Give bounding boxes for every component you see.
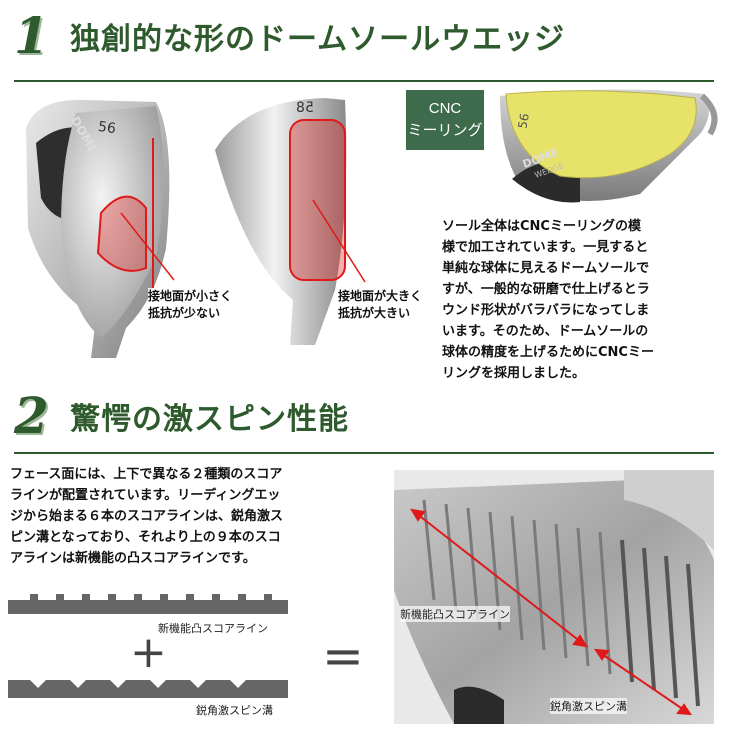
section2-underline xyxy=(14,452,714,454)
sharp-groove-diagram xyxy=(8,680,288,698)
photo-sharp-groove-label: 鋭角激スピン溝 xyxy=(550,698,627,714)
sole-description: ソール全体はCNCミーリングの模 様で加工されています。一見すると 単純な球体に… xyxy=(442,219,654,381)
equals-sign: = xyxy=(322,627,364,685)
raised-scoreline-caption: 新機能凸スコアライン xyxy=(158,622,268,635)
loft-stamp-middle: 58 xyxy=(296,100,314,116)
loft-stamp-left: 56 xyxy=(96,118,117,138)
section1-number: 1 xyxy=(14,6,49,65)
sharp-groove-caption: 鋭角激スピン溝 xyxy=(196,704,273,717)
wedge-face-scoreline-photo xyxy=(394,470,714,724)
section2-number: 2 xyxy=(14,386,49,445)
plus-sign: + xyxy=(130,627,167,678)
section1-title: 独創的な形のドームソールウエッジ xyxy=(70,22,566,57)
cnc-milling-badge: CNC ミーリング xyxy=(406,90,484,150)
wedge-sole-large-contact-image xyxy=(215,98,366,345)
wedge-cnc-milling-image xyxy=(500,89,718,203)
small-contact-label: 接地面が小さく 抵抗が少ない xyxy=(148,288,233,322)
loft-stamp-right: 56 xyxy=(515,112,532,130)
large-contact-label: 接地面が大きく 抵抗が大きい xyxy=(338,288,423,322)
section2-title: 驚愕の激スピン性能 xyxy=(70,402,349,437)
wedge-sole-small-contact-image xyxy=(26,99,175,358)
cnc-badge-line2: ミーリング xyxy=(407,122,483,139)
scoreline-description: フェース面には、上下で異なる２種類のスコア ラインが配置されています。リーディン… xyxy=(10,467,284,566)
photo-raised-scoreline-label: 新機能凸スコアライン xyxy=(400,606,510,622)
raised-scoreline-diagram xyxy=(8,594,288,614)
section1-underline xyxy=(14,80,714,82)
cnc-badge-line1: CNC xyxy=(428,100,462,117)
